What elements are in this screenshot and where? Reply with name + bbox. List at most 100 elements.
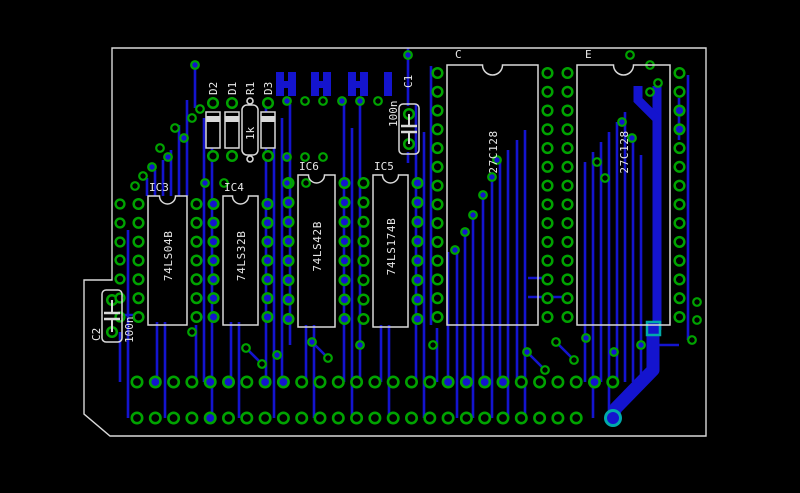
- pad: [431, 66, 444, 80]
- pad: [541, 292, 554, 305]
- pad: [441, 411, 455, 425]
- pad: [155, 143, 165, 153]
- pad: [561, 104, 574, 117]
- pad: [147, 162, 157, 172]
- pad: [478, 375, 492, 389]
- pad: [272, 350, 282, 360]
- pad: [561, 310, 574, 324]
- pad: [261, 273, 274, 286]
- pad: [673, 217, 686, 230]
- pad: [132, 292, 145, 305]
- pad: [541, 235, 554, 248]
- diode-designator: D2: [207, 82, 220, 95]
- pad: [673, 66, 686, 80]
- pad: [522, 347, 532, 357]
- pad: [240, 375, 254, 389]
- pad: [357, 196, 370, 209]
- pad: [625, 50, 635, 60]
- pad: [190, 254, 203, 267]
- pad: [561, 235, 574, 248]
- pad: [357, 235, 370, 248]
- pad: [673, 310, 686, 324]
- pad: [190, 292, 203, 305]
- pad: [431, 254, 444, 267]
- ic-designator: IC3: [149, 181, 169, 194]
- pad: [541, 104, 554, 117]
- pad: [195, 104, 205, 114]
- pad: [673, 142, 686, 155]
- pad: [187, 327, 197, 337]
- pad: [258, 375, 272, 389]
- pad: [282, 178, 292, 188]
- capacitor-designator: C2: [90, 328, 103, 341]
- pad: [357, 293, 370, 306]
- pad: [459, 411, 473, 425]
- pad: [431, 123, 444, 136]
- pad: [114, 198, 126, 210]
- ic-body-outline: [147, 195, 188, 326]
- pad: [138, 171, 148, 181]
- pad: [301, 178, 311, 188]
- pad: [295, 375, 309, 389]
- pad: [411, 235, 424, 248]
- pad: [533, 411, 547, 425]
- pad: [130, 181, 140, 191]
- pad: [431, 142, 444, 155]
- pad: [431, 160, 444, 173]
- capacitor-body: [398, 103, 420, 155]
- pad: [276, 411, 290, 425]
- pad: [170, 123, 180, 133]
- pad: [282, 235, 295, 248]
- pad: [261, 149, 275, 163]
- pad: [692, 297, 702, 307]
- pad: [609, 347, 619, 357]
- pad: [207, 216, 220, 229]
- component-d1[interactable]: D1: [224, 82, 240, 149]
- pad: [423, 375, 437, 389]
- diode-cathode-band: [261, 116, 275, 122]
- pad: [300, 96, 310, 106]
- ic-value: 74LS174B: [385, 218, 398, 276]
- pad: [313, 375, 327, 389]
- pad: [687, 335, 697, 345]
- pad: [541, 198, 554, 211]
- component-d3[interactable]: D3: [260, 82, 276, 149]
- ic-value: 27C128: [618, 130, 631, 173]
- pad: [282, 293, 295, 306]
- pad: [207, 197, 220, 211]
- pad: [441, 375, 455, 389]
- pad: [541, 254, 554, 267]
- pad: [540, 365, 550, 375]
- pad: [551, 337, 561, 347]
- resistor-body: [241, 104, 259, 156]
- pad: [673, 85, 686, 98]
- pad: [561, 142, 574, 155]
- pad: [561, 254, 574, 267]
- large-pad: [604, 409, 622, 427]
- pad: [222, 411, 236, 425]
- pad: [673, 235, 686, 248]
- pad: [282, 96, 292, 106]
- pad: [636, 340, 646, 350]
- pad: [207, 310, 220, 324]
- pad: [386, 375, 400, 389]
- component-d2[interactable]: D2: [205, 82, 221, 149]
- pad: [496, 375, 510, 389]
- pad: [282, 274, 295, 287]
- pad: [241, 343, 251, 353]
- pad: [411, 312, 424, 326]
- pad: [404, 411, 418, 425]
- pad: [561, 85, 574, 98]
- pad: [148, 411, 162, 425]
- pad: [478, 190, 488, 200]
- pad: [207, 292, 220, 305]
